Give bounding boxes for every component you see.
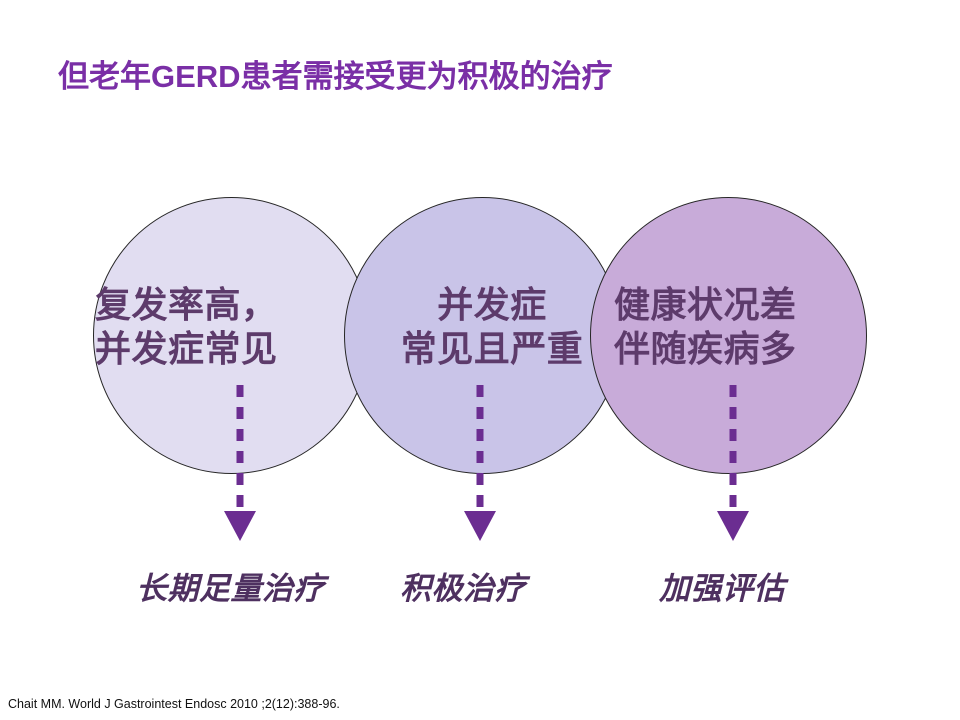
venn-circle-3-label-line2: 伴随疾病多 <box>614 327 797 369</box>
citation-text: Chait MM. World J Gastrointest Endosc 20… <box>8 697 340 711</box>
venn-circle-2-label-line1: 并发症 <box>437 284 547 325</box>
venn-circle-3[interactable] <box>590 197 867 474</box>
venn-circle-1-label: 复发率高， 并发症常见 <box>95 283 355 371</box>
venn-circle-1-label-line1: 复发率高， <box>95 284 278 325</box>
outcome-caption-1: 长期足量治疗 <box>136 571 325 606</box>
arrow-head <box>224 511 256 541</box>
down-arrow-icon-2 <box>464 385 496 541</box>
venn-circle-2-label-line2: 常见且严重 <box>400 327 584 369</box>
venn-circle-1[interactable] <box>93 197 370 474</box>
venn-circle-3-label-line1: 健康状况差 <box>614 284 797 325</box>
arrow-head <box>717 511 749 541</box>
venn-circle-2-label: 并发症 常见且严重 <box>362 283 622 371</box>
venn-circle-3-label: 健康状况差 伴随疾病多 <box>614 283 874 371</box>
page-title: 但老年GERD患者需接受更为积极的治疗 <box>58 59 613 94</box>
outcome-caption-2: 积极治疗 <box>400 571 526 606</box>
venn-circle-1-label-line2: 并发症常见 <box>95 327 278 369</box>
down-arrow-icon-1 <box>224 385 256 541</box>
down-arrow-icon-3 <box>717 385 749 541</box>
arrow-head <box>464 511 496 541</box>
venn-circle-2[interactable] <box>344 197 621 474</box>
outcome-caption-3: 加强评估 <box>659 571 785 606</box>
